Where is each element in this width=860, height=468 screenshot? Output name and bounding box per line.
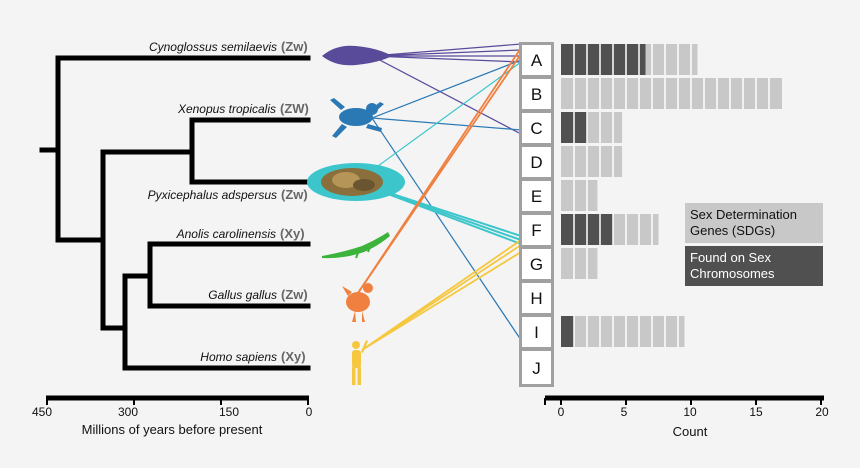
count-axis-tick-5: 5 — [621, 405, 628, 419]
lizard-icon — [322, 232, 390, 259]
legend-swatch-sex-chromosomes — [685, 246, 823, 286]
chromosome-label-homo: (Xy) — [281, 349, 306, 364]
chicken-icon — [342, 283, 373, 322]
gene-box-G: G — [522, 249, 551, 279]
svg-text:I: I — [534, 323, 539, 342]
bar-sdgs-B — [561, 78, 782, 109]
gene-box-B: B — [522, 79, 551, 109]
chromosome-label-gallus: (Zw) — [281, 287, 308, 302]
species-label-cynoglossus: Cynoglossus semilaevis — [149, 40, 277, 54]
count-axis-tick-20: 20 — [815, 405, 829, 419]
gene-box-A: A — [522, 45, 551, 75]
legend-swatch-sdgs — [685, 203, 823, 243]
species-label-pyxicephalus: Pyxicephalus adspersus — [148, 188, 277, 202]
chromosome-label-anolis: (Xy) — [280, 226, 305, 241]
tree-axis-title: Millions of years before present — [82, 422, 263, 437]
gene-box-J: J — [522, 351, 551, 384]
chromosome-label-cynoglossus: (Zw) — [281, 39, 308, 54]
count-axis-tick-0: 0 — [558, 405, 565, 419]
human-icon — [352, 340, 368, 385]
gene-box-F: F — [522, 215, 551, 245]
bar-sdgs-G — [561, 248, 598, 279]
count-axis-title: Count — [673, 424, 708, 439]
links-homo — [361, 239, 522, 351]
svg-text:D: D — [530, 153, 542, 172]
gene-box-C: C — [522, 113, 551, 143]
links-cynoglossus — [371, 43, 522, 135]
tree-axis-tick-0: 0 — [306, 405, 313, 419]
gene-box-H: H — [522, 283, 551, 313]
bar-sex-chromosomes-I — [561, 316, 574, 347]
bar-sex-chromosomes-A — [561, 44, 646, 75]
bar-sdgs-D — [561, 146, 623, 177]
tree-axis-tick-450: 450 — [32, 405, 52, 419]
tree-axis-tick-300: 300 — [118, 405, 138, 419]
species-label-anolis: Anolis carolinensis — [176, 227, 276, 241]
chromosome-label-pyxicephalus: (Zw) — [281, 187, 308, 202]
bar-sdgs-E — [561, 180, 598, 211]
svg-text:C: C — [530, 119, 542, 138]
bullfrog-photo-icon — [307, 163, 405, 201]
count-axis-tick-15: 15 — [749, 405, 763, 419]
frog-icon — [330, 98, 384, 138]
tree-time-axis: 450 300 150 0 Millions of years before p… — [32, 395, 313, 437]
bar-sdgs-I — [561, 316, 685, 347]
links-gallus — [357, 47, 522, 294]
links-xenopus — [371, 59, 522, 341]
gene-boxes: A B C D E F G H I J — [519, 42, 554, 387]
species-label-gallus: Gallus gallus — [208, 288, 277, 302]
phylogenetic-tree — [39, 55, 311, 371]
svg-text:G: G — [530, 255, 543, 274]
species-label-xenopus: Xenopus tropicalis — [177, 102, 276, 116]
svg-text:J: J — [532, 359, 541, 378]
gene-box-I: I — [522, 317, 551, 347]
svg-text:B: B — [531, 85, 542, 104]
count-axis-tick-10: 10 — [683, 405, 697, 419]
bar-chart — [561, 44, 782, 347]
svg-text:A: A — [531, 51, 543, 70]
svg-text:E: E — [531, 187, 542, 206]
tongue-sole-icon — [322, 45, 392, 66]
count-axis: 0 5 10 15 20 Count — [544, 395, 829, 439]
svg-text:H: H — [530, 289, 542, 308]
gene-box-E: E — [522, 181, 551, 211]
svg-text:F: F — [531, 221, 541, 240]
chromosome-label-xenopus: (ZW) — [280, 101, 309, 116]
species-label-homo: Homo sapiens — [200, 350, 277, 364]
tree-axis-tick-150: 150 — [219, 405, 239, 419]
gene-box-D: D — [522, 147, 551, 177]
